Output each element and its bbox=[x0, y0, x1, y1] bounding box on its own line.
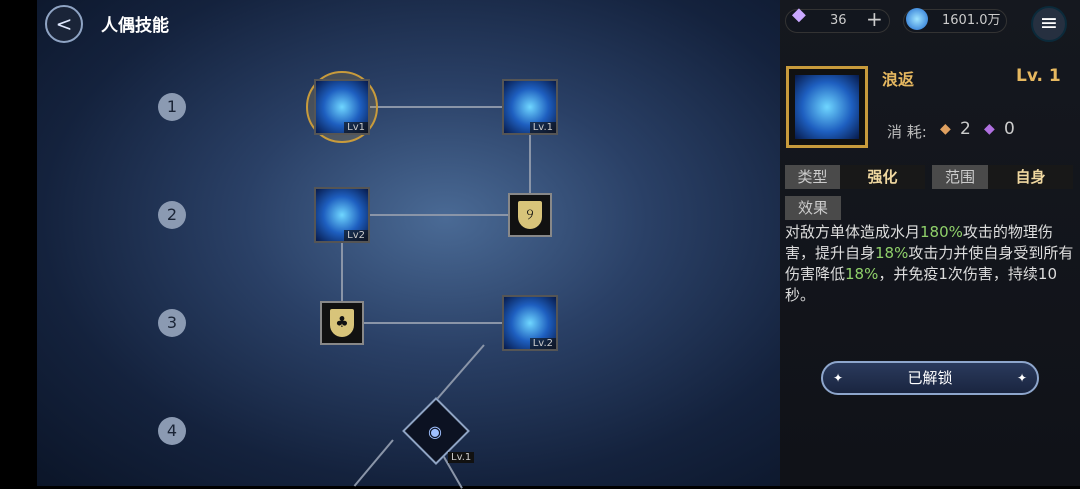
type-label: 类型 bbox=[785, 165, 840, 189]
row-number: 2 bbox=[158, 201, 186, 229]
purple-gem-icon: ◆ bbox=[984, 121, 995, 137]
shield-emblem-icon: ୨ bbox=[518, 201, 542, 229]
skill-node-shield[interactable]: ୨ bbox=[508, 193, 552, 237]
row-number: 4 bbox=[158, 417, 186, 445]
skill-description: 对敌方单体造成水月180%攻击的物理伤害，提升自身18%攻击力并使自身受到所有伤… bbox=[785, 222, 1080, 306]
add-crystal-button[interactable]: + bbox=[866, 7, 883, 31]
cost-purple: 0 bbox=[1004, 119, 1015, 139]
eye-icon: ◉ bbox=[428, 422, 442, 441]
level-label: Lv.1 bbox=[448, 452, 475, 463]
skill-name: 浪返 bbox=[882, 70, 915, 89]
connector-line bbox=[370, 214, 510, 216]
connector-line bbox=[364, 322, 502, 324]
page-title: 人偶技能 bbox=[101, 16, 169, 36]
skill-node-shield[interactable]: ♣ bbox=[320, 301, 364, 345]
coin-amount: 1601.0万 bbox=[942, 13, 1001, 28]
crystal-counter: ◆ 36 + bbox=[785, 4, 890, 33]
effect-label: 效果 bbox=[785, 196, 841, 220]
unlocked-button[interactable]: ✦ 已解锁 ✦ bbox=[821, 361, 1039, 395]
orange-gem-icon: ◆ bbox=[940, 121, 951, 137]
cost-orange: 2 bbox=[960, 119, 971, 139]
menu-button[interactable]: ≡ bbox=[1031, 6, 1067, 42]
coin-counter: 1601.0万 bbox=[903, 8, 1007, 33]
desc-text: 攻击的物理伤害，提升自身 bbox=[785, 223, 1053, 262]
connector-line bbox=[341, 243, 343, 301]
connector-line bbox=[529, 135, 531, 193]
level-label: Lv2 bbox=[344, 230, 368, 241]
crystal-amount: 36 bbox=[830, 13, 847, 28]
hamburger-menu-icon: ≡ bbox=[1039, 11, 1059, 36]
cost-label: 消 耗: bbox=[887, 123, 927, 141]
row-number: 1 bbox=[158, 93, 186, 121]
desc-text: ，并免疫1次伤害，持续10秒。 bbox=[785, 265, 1057, 304]
left-bar bbox=[0, 0, 37, 486]
skill-node-water-orb[interactable]: Lv2 bbox=[314, 187, 370, 243]
skill-node-water-orb[interactable]: Lv1 bbox=[314, 79, 370, 135]
level-label: Lv.1 bbox=[529, 122, 556, 133]
level-label: Lv1 bbox=[344, 122, 368, 133]
row-number: 3 bbox=[158, 309, 186, 337]
skill-node-water-blade[interactable]: Lv.1 bbox=[502, 79, 558, 135]
sparkle-icon: ✦ bbox=[1016, 371, 1027, 385]
level-label: Lv.2 bbox=[529, 338, 556, 349]
selected-skill-icon bbox=[786, 66, 868, 148]
skill-level: Lv. 1 bbox=[1016, 66, 1061, 86]
type-value: 强化 bbox=[840, 165, 925, 189]
desc-text: 攻击力并使自身受到所有伤害降低 bbox=[785, 244, 1074, 283]
shield-emblem-icon: ♣ bbox=[330, 309, 354, 337]
back-arrow-icon: < bbox=[55, 12, 73, 36]
desc-text: 对敌方单体造成水月 bbox=[785, 223, 921, 241]
desc-highlight: 18% bbox=[875, 244, 909, 262]
back-button[interactable]: < bbox=[45, 5, 83, 43]
desc-highlight: 180% bbox=[920, 223, 963, 241]
crystal-icon: ◆ bbox=[792, 4, 806, 25]
connector-line bbox=[370, 106, 502, 108]
range-label: 范围 bbox=[932, 165, 988, 189]
water-orb-currency-icon bbox=[906, 8, 928, 30]
sparkle-icon: ✦ bbox=[833, 371, 844, 385]
desc-highlight: 18% bbox=[845, 265, 879, 283]
skill-node-water-blade[interactable]: Lv.2 bbox=[502, 295, 558, 351]
unlocked-label: 已解锁 bbox=[907, 369, 953, 387]
range-value: 自身 bbox=[988, 165, 1073, 189]
skill-tree-area bbox=[37, 0, 780, 486]
